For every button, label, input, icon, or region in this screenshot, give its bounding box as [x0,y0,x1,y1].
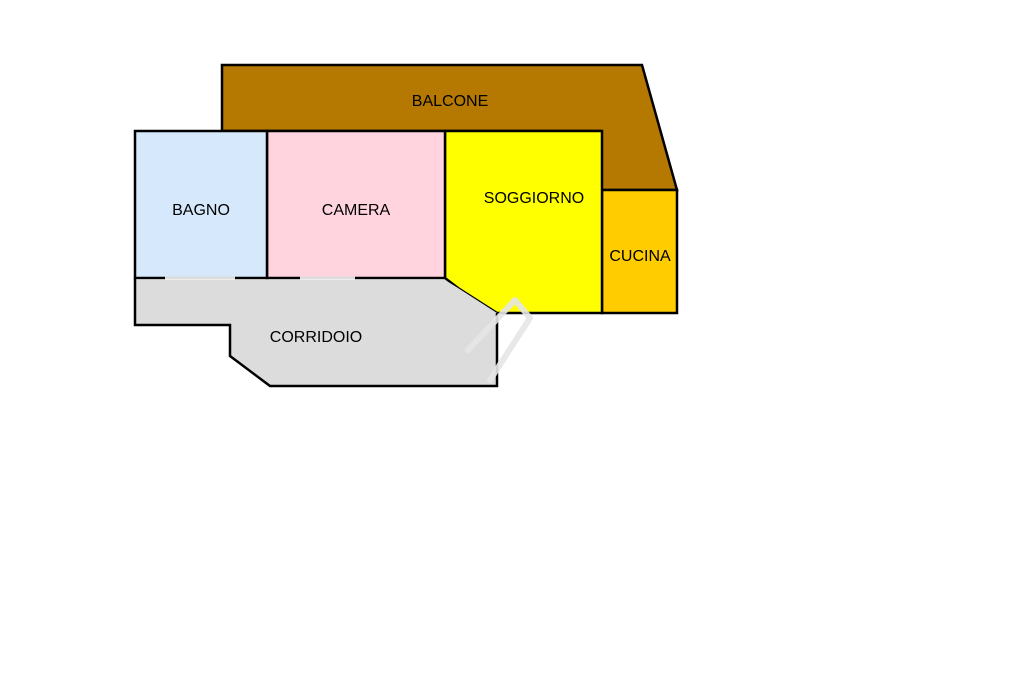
room-bagno-shape [133,129,269,280]
room-bagno-label: BAGNO [172,202,230,219]
room-camera[interactable]: CAMERA [265,129,447,280]
room-soggiorno[interactable]: SOGGIORNO [443,129,604,315]
room-soggiorno-label: SOGGIORNO [484,190,584,207]
room-cucina[interactable]: CUCINA [600,188,679,315]
room-corridoio-label: CORRIDOIO [270,329,362,346]
room-cucina-label: CUCINA [609,248,671,265]
room-balcone-label: BALCONE [412,93,488,110]
room-soggiorno-shape [443,129,604,315]
watermark-logo [465,297,533,383]
corridoio-wall [133,278,499,388]
room-camera-label: CAMERA [322,202,391,219]
room-corridoio[interactable]: CORRIDOIO [133,278,499,388]
room-bagno[interactable]: BAGNO [133,129,269,280]
room-corridoio-shape [135,280,497,386]
